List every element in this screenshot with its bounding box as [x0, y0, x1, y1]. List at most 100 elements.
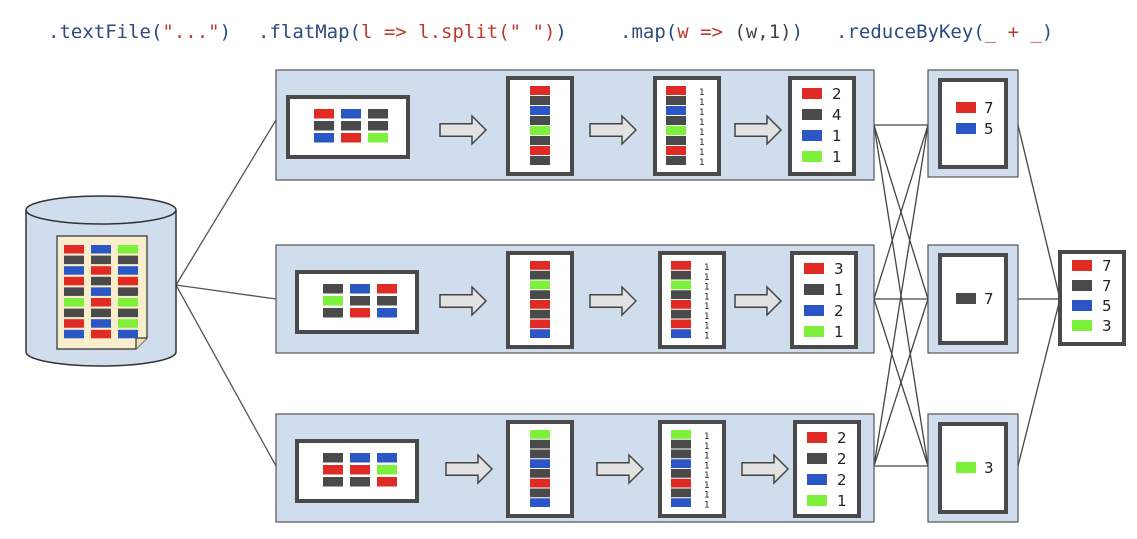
- word-block: [530, 261, 550, 270]
- pair-count-label: 1: [699, 158, 705, 168]
- map-block: [658, 251, 726, 349]
- pair-count-label: 1: [704, 461, 710, 471]
- word-block: [666, 106, 686, 115]
- arrow-icon: [734, 285, 783, 317]
- source-partition-line: [175, 119, 277, 286]
- word-block: [530, 126, 550, 135]
- word-block: [341, 109, 361, 119]
- code-token: .reduceByKey(: [836, 21, 985, 43]
- count-swatch: [802, 130, 822, 141]
- shuffle-line: [873, 124, 929, 300]
- input-block: [295, 270, 419, 334]
- pair-count-label: 1: [704, 302, 710, 312]
- code-token: .map(: [620, 21, 678, 43]
- word-block: [64, 287, 84, 296]
- count-swatch: [807, 474, 827, 485]
- reduce-final-line: [1017, 298, 1061, 467]
- word-block: [671, 439, 691, 449]
- count-swatch: [807, 495, 827, 506]
- word-block: [91, 266, 111, 275]
- pair-count-label: 1: [704, 312, 710, 322]
- arrow-icon: [596, 453, 645, 485]
- word-block: [671, 498, 691, 507]
- code-token: ): [555, 21, 567, 43]
- word-block: [91, 329, 111, 339]
- arrow-icon: [445, 453, 494, 485]
- word-block: [368, 133, 388, 143]
- word-block: [530, 106, 550, 115]
- count-value: 1: [832, 127, 842, 145]
- word-block: [64, 276, 84, 286]
- count-swatch: [956, 123, 976, 134]
- count-value: 5: [984, 120, 994, 138]
- word-block: [91, 308, 111, 318]
- word-block: [530, 449, 550, 459]
- word-block: [671, 280, 691, 290]
- word-block: [671, 261, 691, 270]
- word-block: [530, 270, 550, 280]
- code-token: "...": [162, 21, 220, 43]
- shuffle-line: [873, 124, 929, 467]
- code-token: .flatMap(: [258, 21, 361, 43]
- source-storage: [25, 195, 177, 367]
- count-swatch: [956, 462, 976, 473]
- word-block: [377, 308, 397, 318]
- count-swatch: [804, 305, 824, 316]
- word-block: [671, 290, 691, 299]
- word-block: [666, 136, 686, 145]
- pair-count-label: 1: [699, 108, 705, 118]
- word-block: [323, 477, 343, 487]
- flatmap-label: .flatMap(l => l.split(" ")): [258, 18, 567, 46]
- pair-count-label: 1: [704, 491, 710, 501]
- word-block: [671, 329, 691, 338]
- word-block: [91, 319, 111, 328]
- word-block: [323, 284, 343, 294]
- pair-count-label: 1: [704, 471, 710, 481]
- count-swatch: [1072, 280, 1092, 291]
- word-block: [350, 296, 370, 306]
- pair-count-label: 1: [704, 322, 710, 332]
- word-block: [64, 255, 84, 265]
- word-block: [350, 453, 370, 463]
- connector-lines: [175, 119, 1061, 467]
- count-value: 3: [984, 459, 994, 477]
- word-block: [671, 319, 691, 329]
- reducebykey-label: .reduceByKey(_ + _): [836, 18, 1053, 46]
- word-block: [314, 121, 334, 131]
- arrow-icon: [589, 114, 638, 146]
- word-block: [64, 245, 84, 254]
- word-block: [530, 469, 550, 478]
- code-token: ): [1041, 21, 1054, 43]
- word-block: [377, 465, 397, 475]
- count-swatch: [802, 109, 822, 120]
- word-block: [118, 276, 138, 286]
- word-block: [350, 284, 370, 294]
- cylinder-top: [25, 195, 177, 225]
- arrow-icon: [734, 114, 783, 146]
- count-value: 2: [837, 450, 847, 468]
- count-swatch: [1072, 320, 1092, 331]
- count-value: 1: [834, 281, 844, 299]
- word-block: [530, 488, 550, 498]
- pair-count-label: 1: [704, 442, 710, 452]
- arrow-icon: [439, 285, 488, 317]
- word-block: [323, 308, 343, 318]
- count-swatch: [1072, 300, 1092, 311]
- count-swatch: [807, 453, 827, 464]
- word-block: [350, 477, 370, 487]
- word-block: [671, 270, 691, 280]
- word-block: [118, 266, 138, 275]
- arrow-icon: [741, 453, 790, 485]
- word-block: [314, 109, 334, 119]
- map-block: [658, 420, 726, 518]
- count-swatch: [1072, 260, 1092, 271]
- count-value: 2: [834, 302, 844, 320]
- count-value: 3: [1102, 317, 1112, 335]
- word-block: [91, 255, 111, 265]
- word-block: [530, 280, 550, 290]
- word-block: [671, 449, 691, 459]
- code-token: (w,1): [734, 21, 792, 43]
- pair-count-label: 1: [699, 98, 705, 108]
- pair-count-label: 1: [704, 263, 710, 273]
